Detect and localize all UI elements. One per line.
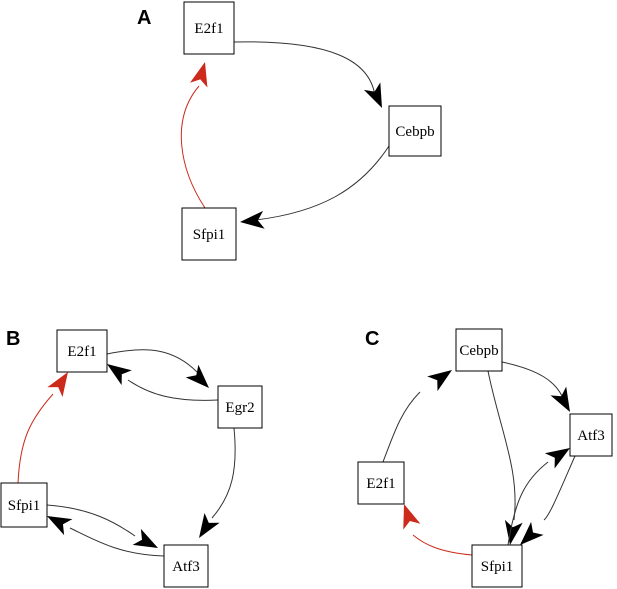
node-box [569,413,613,457]
arrowhead [185,364,209,388]
edge-line [487,370,516,521]
edge-line [106,349,198,373]
panel-b-node-sfpi1[interactable]: Sfpi1 [0,482,48,528]
panel-b-node-egr2[interactable]: Egr2 [217,385,263,429]
node-label: Sfpi1 [8,498,41,514]
edge-b-egr2-to-e2f1 [107,364,219,401]
edge-c-sfpi1-to-atf3 [507,448,570,546]
node-label: Cebpb [395,124,434,140]
panel-c-node-sfpi1[interactable]: Sfpi1 [471,544,523,588]
node-box [388,105,442,157]
node-box [163,544,209,588]
arrowhead [132,528,158,548]
node-box [357,461,405,505]
panel-a-node-e2f1[interactable]: E2f1 [183,1,235,55]
node-label: Egr2 [225,400,254,416]
panel-c-node-atf3[interactable]: Atf3 [569,413,613,457]
node-box [0,482,48,528]
arrowhead [403,504,421,530]
arrowhead [47,516,73,536]
node-label: Cebpb [459,343,498,359]
panel-c-node-e2f1[interactable]: E2f1 [357,461,405,505]
edge-line [69,527,165,557]
edge-line [501,361,563,397]
arrowhead [363,82,382,108]
edge-line [507,461,549,546]
node-box [56,329,108,373]
arrowhead [240,210,265,229]
arrowhead [427,370,452,392]
edge-a-e2f1-to-cebpb [233,41,382,108]
edge-line [127,379,219,401]
panel-label-b: B [6,328,20,350]
edge-a-sfpi1-to-e2f1 [180,62,208,209]
edge-b-sfpi1-to-e2f1 [17,372,68,484]
edge-c-cebpb-to-atf3 [501,361,570,412]
edge-line [211,427,236,519]
edges-layer [17,41,576,557]
arrowhead [199,513,220,538]
edge-line [543,455,576,521]
edge-b-sfpi1-to-atf3 [46,504,158,548]
arrowhead [550,386,570,412]
node-box [183,1,235,55]
edge-a-cebpb-to-sfpi1 [240,145,390,229]
edge-b-e2f1-to-egr2 [106,349,209,388]
edge-line [382,391,421,463]
arrowhead [544,448,570,469]
panel-b-node-e2f1[interactable]: E2f1 [56,329,108,373]
panel-a-node-sfpi1[interactable]: Sfpi1 [181,207,237,261]
node-label: E2f1 [366,476,395,492]
arrowhead [190,62,208,88]
edge-line [233,41,376,97]
edge-line [17,393,54,484]
node-label: Sfpi1 [481,559,514,575]
edge-c-cebpb-to-sfpi1 [487,370,523,545]
arrowhead [107,364,132,386]
node-box [217,385,263,429]
panel-b-node-atf3[interactable]: Atf3 [163,544,209,588]
edge-line [46,504,136,537]
edge-line [180,85,206,209]
edge-c-e2f1-to-cebpb [382,370,452,463]
node-label: Sfpi1 [193,227,226,243]
node-label: E2f1 [194,21,223,37]
edge-c-sfpi1-to-e2f1 [403,504,473,556]
arrowhead [47,372,68,397]
arrowhead [520,521,544,545]
panel-c-node-cebpb[interactable]: Cebpb [455,328,503,372]
edge-line [412,534,473,556]
edge-b-atf3-to-sfpi1 [47,516,165,557]
edge-b-egr2-to-atf3 [199,427,236,538]
panel-a-node-cebpb[interactable]: Cebpb [388,105,442,157]
node-box [455,328,503,372]
edge-c-atf3-to-sfpi1 [520,455,576,545]
edge-line [255,145,390,221]
panel-label-a: A [137,7,151,29]
node-label: E2f1 [67,344,96,360]
node-label: Atf3 [577,428,605,444]
node-box [181,207,237,261]
node-label: Atf3 [172,559,200,575]
arrowhead [504,519,523,545]
panel-label-c: C [365,328,379,350]
node-box [471,544,523,588]
